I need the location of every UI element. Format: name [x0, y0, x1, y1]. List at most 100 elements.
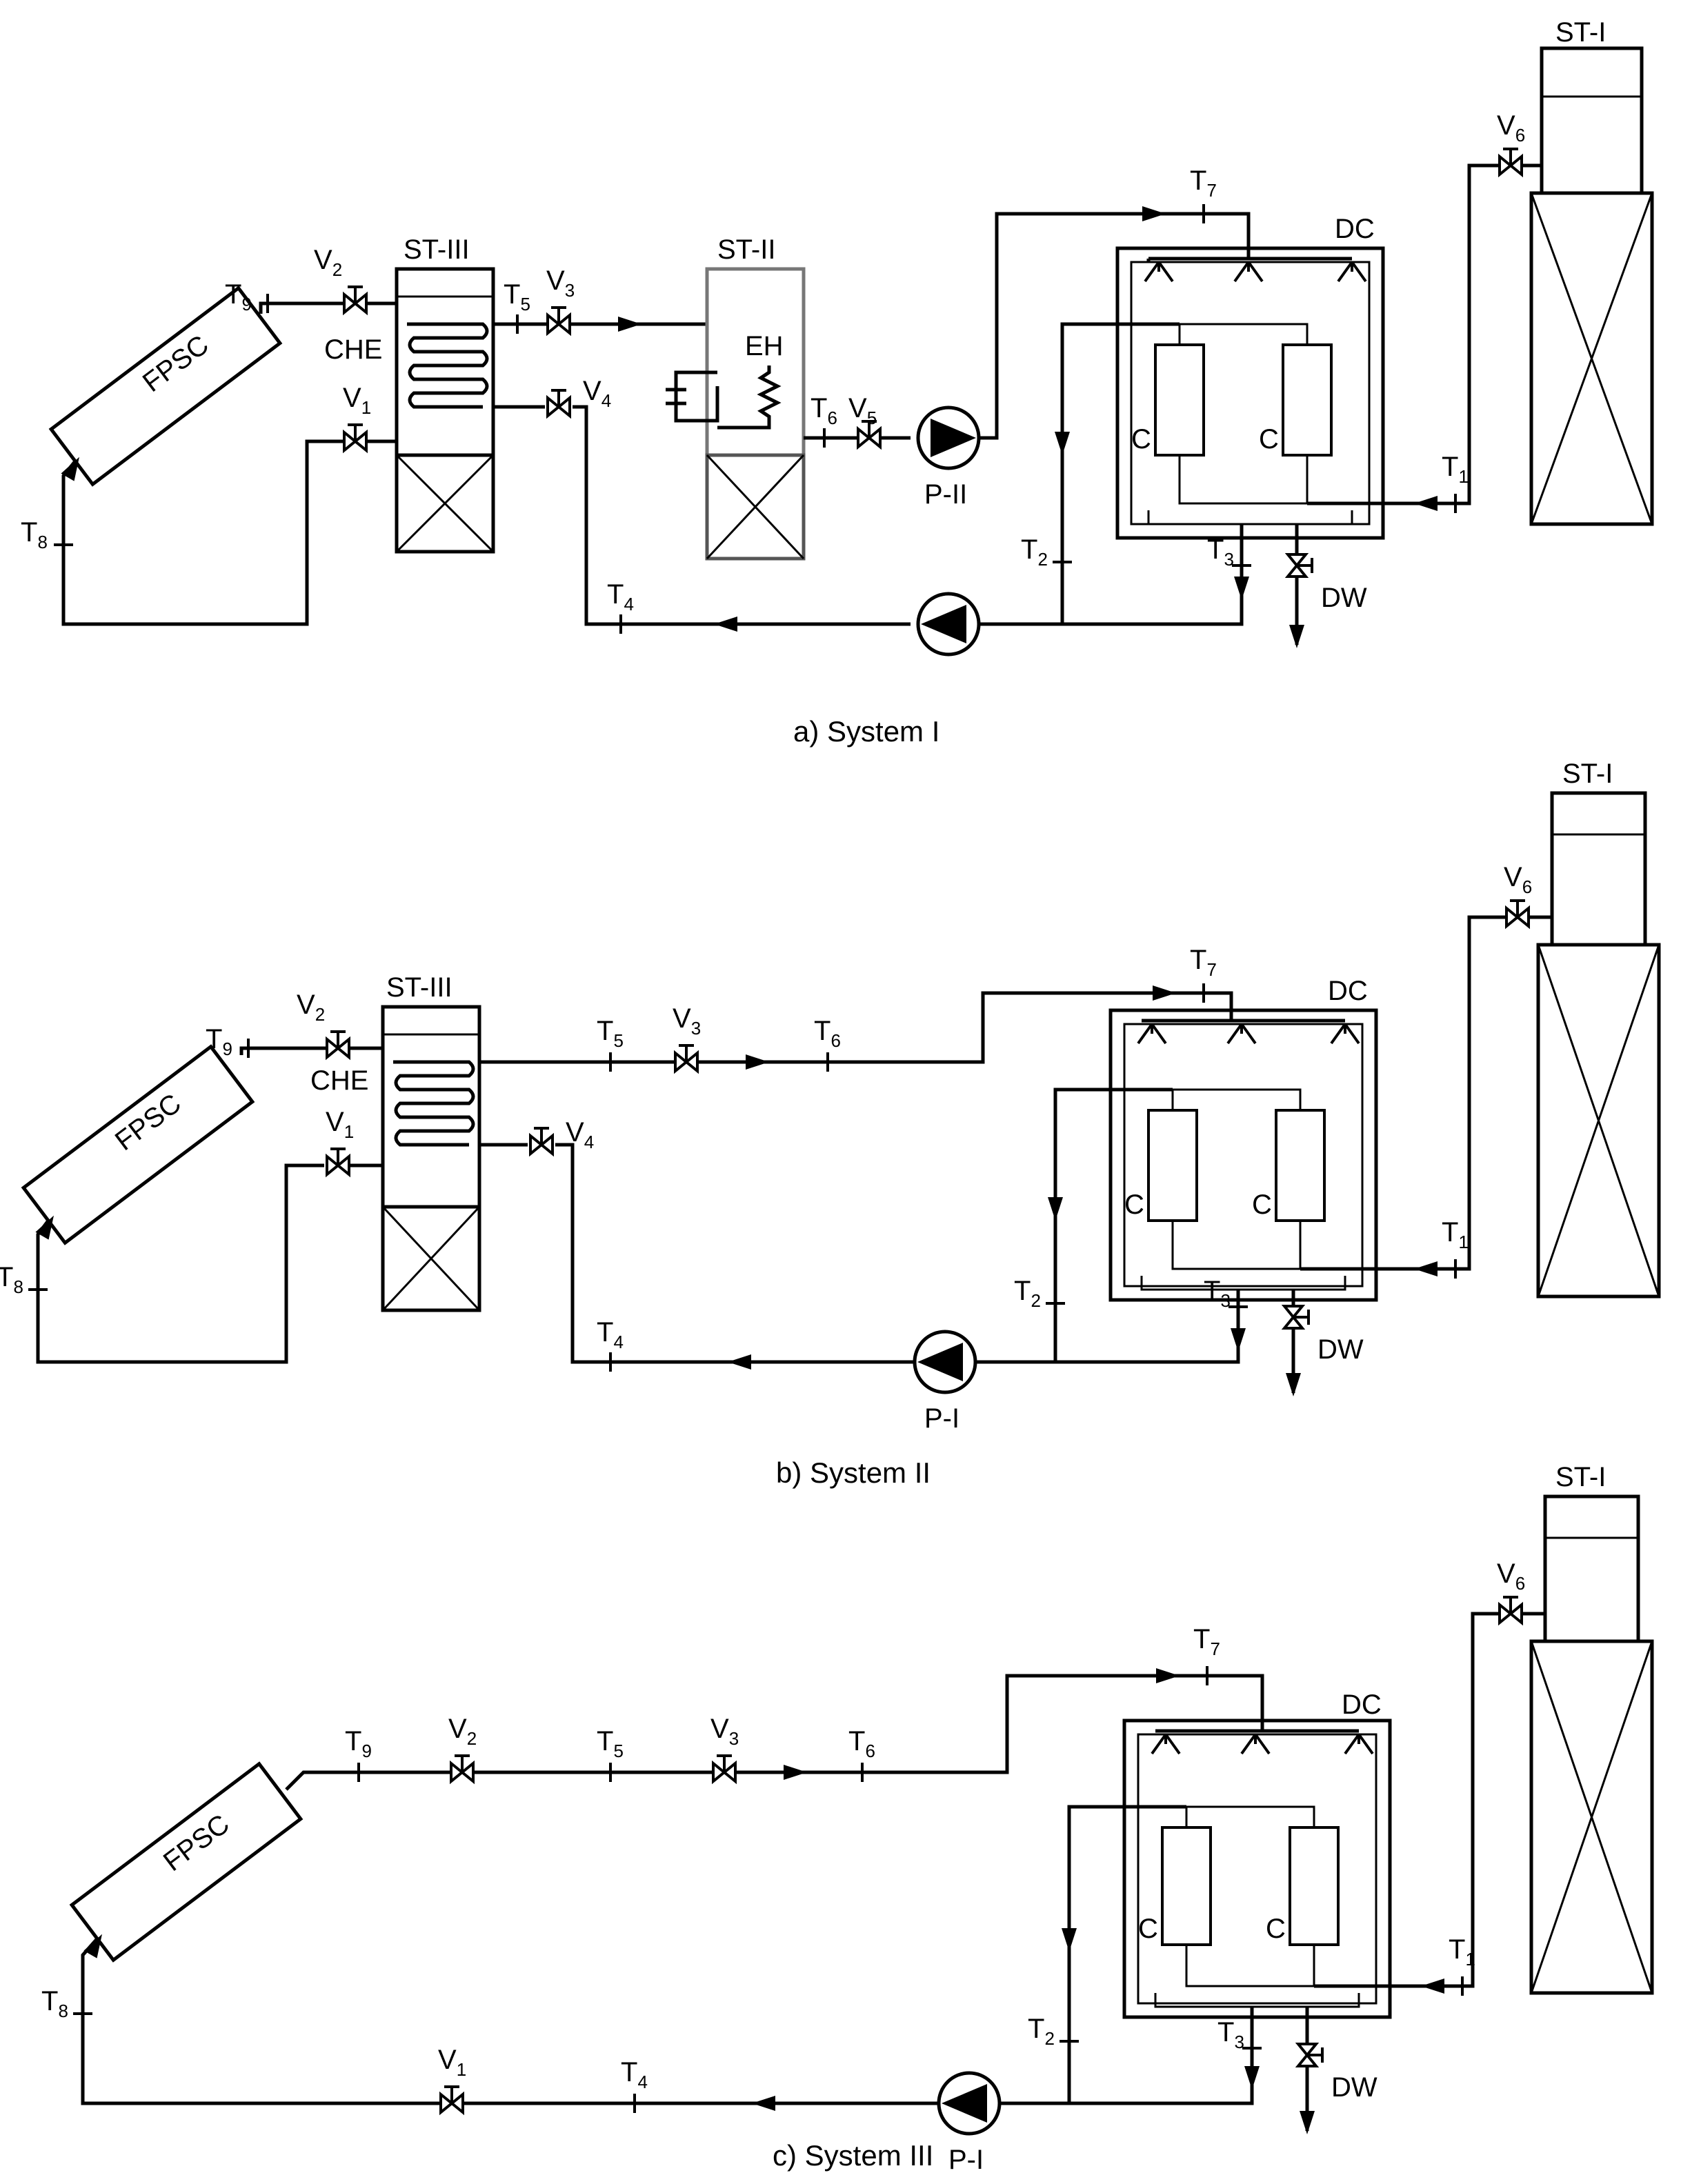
- svg-text:ST-I: ST-I: [1562, 759, 1613, 789]
- svg-text:T3: T3: [1217, 2017, 1244, 2052]
- sensor-t8-c: T8: [41, 1986, 94, 2021]
- sensor-t2-c: T2: [1028, 2014, 1080, 2049]
- svg-text:T8: T8: [41, 1986, 68, 2021]
- svg-text:DW: DW: [1331, 2072, 1377, 2103]
- sensor-t6-b: T6: [814, 1016, 841, 1073]
- valve-v6-b: V6: [1504, 862, 1532, 928]
- condenser-label-2: C: [1259, 424, 1279, 454]
- collector-fpsc-c: FPSC: [69, 1761, 304, 1963]
- chamber-dc-c: DC C C: [1122, 1690, 1392, 2019]
- sensor-t5-b: T5: [597, 1016, 624, 1073]
- svg-text:T1: T1: [1442, 1217, 1469, 1252]
- caption-b: b) System II: [776, 1456, 931, 1489]
- panel-system-3: FPSC T8 T9 V2 T5 V3 T6 T7 V1 T4 P-I DC C…: [41, 1462, 1654, 2175]
- svg-text:V1: V1: [343, 383, 371, 418]
- sensor-t4-b: T4: [597, 1317, 624, 1373]
- svg-text:T7: T7: [1190, 945, 1217, 980]
- sensor-t9-c: T9: [345, 1726, 372, 1783]
- svg-text:T8: T8: [21, 517, 48, 552]
- sensor-t7-b: T7: [1190, 945, 1217, 1004]
- valve-v2-b: V2: [297, 990, 350, 1059]
- tank-st1-b: ST-I: [1536, 759, 1661, 1299]
- pump-p1-c: P-I: [939, 2073, 999, 2175]
- svg-text:V2: V2: [448, 1714, 477, 1749]
- svg-text:V4: V4: [566, 1117, 594, 1152]
- sensor-t6-a: T6: [810, 393, 837, 449]
- sensor-t8-b: T8: [0, 1262, 49, 1297]
- sensor-t1-c: T1: [1449, 1934, 1475, 1997]
- svg-text:C: C: [1138, 1914, 1158, 1944]
- sensor-t2-a: T2: [1021, 534, 1073, 570]
- svg-text:V1: V1: [326, 1107, 354, 1142]
- sensor-t1-b: T1: [1442, 1217, 1469, 1280]
- svg-text:ST-I: ST-I: [1555, 1462, 1606, 1492]
- valve-v1-c: V1: [438, 2045, 466, 2114]
- valve-v4-a: V4: [546, 376, 611, 417]
- svg-text:T3: T3: [1207, 534, 1234, 570]
- svg-text:V3: V3: [673, 1003, 701, 1039]
- svg-text:DC: DC: [1342, 1690, 1382, 1720]
- svg-text:T6: T6: [810, 393, 837, 428]
- svg-text:T5: T5: [597, 1726, 624, 1761]
- svg-text:T8: T8: [0, 1262, 23, 1297]
- valve-v5-a: V5: [848, 393, 882, 448]
- svg-text:DW: DW: [1317, 1334, 1364, 1365]
- svg-text:P-I: P-I: [924, 1403, 959, 1434]
- valve-v4-b: V4: [529, 1117, 594, 1155]
- valve-v6-a: V6: [1497, 110, 1525, 176]
- svg-text:T2: T2: [1021, 534, 1048, 570]
- panel-system-2: FPSC T8 T9 V1 V2 ST-III CHE T5 V3 T6 T7 …: [0, 759, 1661, 1489]
- tank-st1-a: ST-I: [1529, 17, 1654, 526]
- collector-fpsc-a: FPSC: [48, 285, 283, 487]
- svg-text:ST-III: ST-III: [386, 972, 452, 1003]
- svg-text:T4: T4: [597, 1317, 624, 1352]
- svg-text:T5: T5: [504, 279, 530, 314]
- svg-text:V6: V6: [1497, 110, 1525, 146]
- svg-text:V3: V3: [546, 266, 575, 301]
- svg-text:T2: T2: [1028, 2014, 1055, 2049]
- svg-text:V5: V5: [848, 393, 877, 428]
- sensor-t3-b: T3: [1204, 1276, 1249, 1311]
- svg-text:C: C: [1252, 1190, 1272, 1220]
- valve-v2-c: V2: [448, 1714, 477, 1783]
- svg-text:DC: DC: [1328, 976, 1368, 1006]
- valve-v6-c: V6: [1497, 1559, 1525, 1624]
- sensor-t4-a: T4: [607, 579, 634, 635]
- tank-st3-label: ST-III: [404, 234, 470, 265]
- chamber-dc-b: DC C C: [1108, 976, 1378, 1302]
- svg-text:C: C: [1124, 1190, 1144, 1220]
- svg-text:T6: T6: [814, 1016, 841, 1051]
- svg-text:V6: V6: [1504, 862, 1532, 897]
- sensor-t3-c: T3: [1217, 2017, 1263, 2052]
- svg-text:T4: T4: [607, 579, 634, 614]
- sensor-t6-c: T6: [848, 1726, 875, 1783]
- sensor-t2-b: T2: [1014, 1276, 1066, 1311]
- condenser-label-1: C: [1131, 424, 1151, 454]
- tank-st1-c: ST-I: [1529, 1462, 1654, 1995]
- svg-text:P-II: P-II: [924, 479, 967, 510]
- svg-text:T1: T1: [1442, 452, 1469, 487]
- svg-text:C: C: [1266, 1914, 1286, 1944]
- tank-st3-b: ST-III CHE: [310, 972, 481, 1312]
- che-label: CHE: [324, 334, 382, 365]
- tank-st1-label: ST-I: [1555, 17, 1606, 48]
- svg-text:T3: T3: [1204, 1276, 1231, 1311]
- pump-p1-b: P-I: [915, 1332, 975, 1434]
- svg-text:T5: T5: [597, 1016, 624, 1051]
- valve-v3-b: V3: [673, 1003, 701, 1072]
- svg-text:V6: V6: [1497, 1559, 1525, 1594]
- sensor-t5-c: T5: [597, 1726, 624, 1783]
- valve-v3-a: V3: [546, 266, 575, 334]
- svg-text:T9: T9: [206, 1024, 232, 1059]
- sensor-t9-a: T9: [225, 279, 269, 314]
- sensor-t8-a: T8: [21, 517, 74, 552]
- panel-system-1: FPSC T8 T9 V1 V2 ST-III CHE T5 V3 V4 T4: [21, 17, 1654, 748]
- sensor-t7-c: T7: [1193, 1624, 1220, 1687]
- svg-text:V3: V3: [710, 1714, 739, 1749]
- valve-v1-b: V1: [326, 1107, 354, 1176]
- chamber-dc-a: DC C C: [1115, 214, 1385, 540]
- tank-st3-a: ST-III CHE: [324, 234, 495, 554]
- svg-text:CHE: CHE: [310, 1065, 368, 1096]
- svg-text:T1: T1: [1449, 1934, 1475, 1970]
- sensor-t5-a: T5: [504, 279, 530, 335]
